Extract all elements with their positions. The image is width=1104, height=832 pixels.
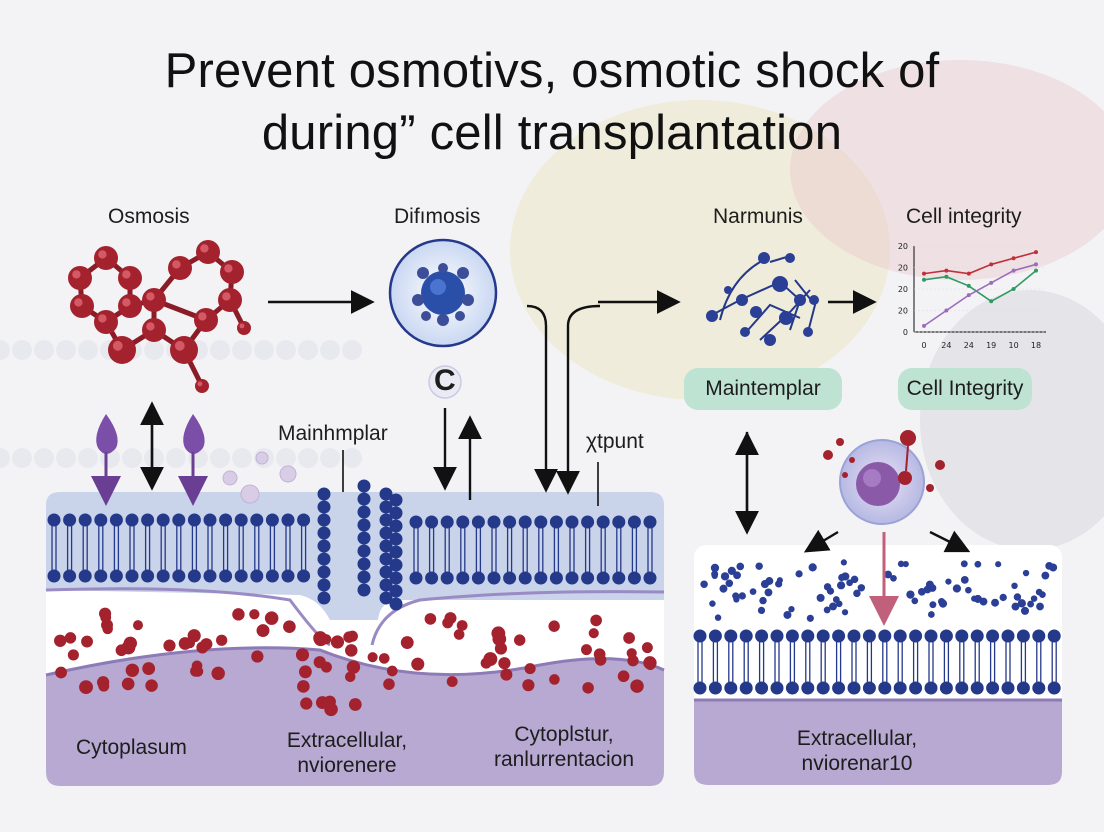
- molecular-network-icon: [706, 252, 819, 346]
- label-extracellular-left: Extracellular, nviorenere: [272, 728, 422, 778]
- c-badge: C: [434, 364, 456, 397]
- line-chart-icon: 20 20 20 20 0 0 24 24 19 10 18: [898, 242, 1046, 350]
- title-line-2: during” cell transplantation: [261, 106, 843, 160]
- chart-point: [989, 280, 994, 285]
- chart-point: [944, 308, 949, 313]
- chart-point: [966, 283, 971, 288]
- chart-x-tick: 18: [1031, 341, 1041, 350]
- chart-x-tick: 24: [964, 341, 974, 350]
- chart-point: [922, 271, 926, 276]
- chart-x-tick: 10: [1009, 341, 1019, 350]
- chart-point: [922, 277, 926, 282]
- chart-point: [944, 274, 949, 279]
- drop-icon: [91, 414, 121, 506]
- chart-y-tick: 20: [898, 264, 908, 273]
- chart-point: [922, 323, 926, 328]
- chart-series-line: [923, 263, 1037, 327]
- chart-x-tick: 0: [921, 341, 926, 350]
- label-mainhmplar: Mainhmplar: [278, 422, 388, 445]
- maintemplar-pill: Maintemplar: [684, 368, 842, 410]
- chart-point: [1034, 250, 1038, 255]
- drop-icon: [178, 414, 208, 506]
- cell-integrity-pill: Cell Integrity: [898, 368, 1032, 410]
- label-extracellular-right-line-2: nviorenar10: [801, 752, 913, 775]
- chart-x-tick: 19: [986, 341, 996, 350]
- c-badge-circle: [428, 365, 462, 399]
- chart-point: [966, 293, 971, 298]
- label-cytoplstur: Cytoplstur, ranlurrentacion: [476, 722, 652, 772]
- flow-arrows: [140, 290, 971, 553]
- bubbles: [222, 451, 297, 504]
- chart-series-line: [923, 269, 1037, 303]
- ring-molecule-icon: [68, 240, 251, 393]
- chart-point: [944, 268, 949, 273]
- chart-y-tick: 0: [903, 328, 908, 337]
- cell-icon: [388, 238, 498, 348]
- chart-point: [1011, 256, 1016, 261]
- header-cell-integrity: Cell integrity: [906, 205, 1022, 228]
- cell-icon: [823, 430, 945, 525]
- chart-y-tick: 20: [898, 242, 908, 251]
- chart-point: [1011, 287, 1016, 291]
- chart-x-tick: 24: [941, 341, 951, 350]
- label-extracellular-left-line-2: nviorenere: [297, 754, 397, 777]
- title-line-1: Prevent osmotivs, osmotic shock of: [164, 44, 940, 98]
- chart-point: [1011, 268, 1016, 273]
- left-membrane-panel: [45, 479, 665, 786]
- label-cytoplstur-line-1: Cytoplstur,: [514, 723, 614, 746]
- label-xtpunt: χtpunt: [586, 430, 644, 453]
- label-extracellular-right: Extracellular, nviorenar10: [782, 726, 932, 776]
- chart-point: [1034, 262, 1038, 267]
- chart-y-tick: 20: [898, 307, 908, 316]
- chart-y-tick: 20: [898, 285, 908, 294]
- label-extracellular-right-line-1: Extracellular,: [796, 727, 918, 750]
- chart-point: [966, 271, 971, 276]
- right-membrane-panel: [693, 545, 1062, 785]
- chart-point: [989, 262, 994, 267]
- label-cytoplasum: Cytoplasum: [76, 736, 187, 759]
- header-osmosis: Osmosis: [108, 205, 190, 228]
- chart-series-line: [923, 251, 1037, 275]
- chart-point: [1034, 268, 1038, 273]
- chart-point: [989, 299, 994, 304]
- header-narmunis: Narmunis: [713, 205, 803, 228]
- label-extracellular-left-line-1: Extracellular,: [286, 729, 408, 752]
- header-difmosis: Difımosis: [394, 205, 481, 228]
- label-cytoplstur-line-2: ranlurrentacion: [493, 748, 635, 771]
